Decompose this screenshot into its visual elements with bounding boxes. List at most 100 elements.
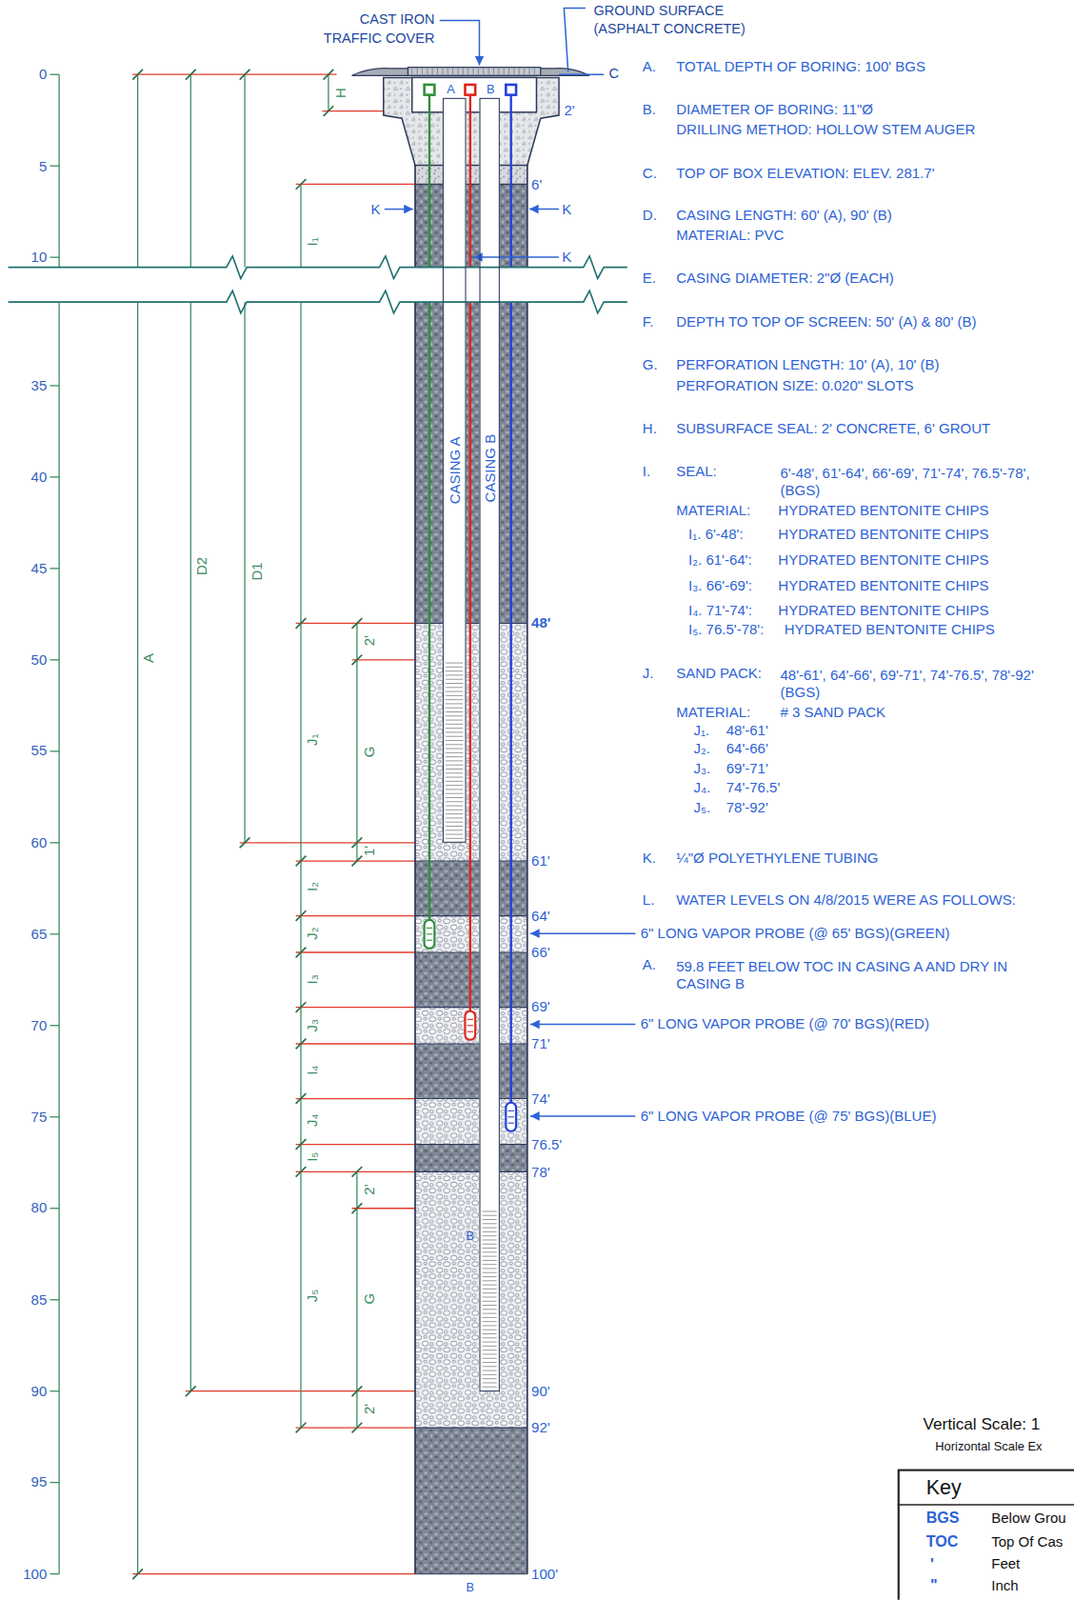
screen-slot xyxy=(445,796,463,798)
extension-line xyxy=(296,914,416,916)
axis-tick xyxy=(49,567,60,569)
axis-tick xyxy=(49,1115,60,1117)
note-text: HYDRATED BENTONITE CHIPS xyxy=(777,601,989,619)
extension-line xyxy=(352,658,416,660)
vapor-tubing xyxy=(424,84,517,1132)
axis-number: 55 xyxy=(31,742,48,760)
break-band xyxy=(0,267,633,302)
screen-slot xyxy=(445,800,463,802)
dimension-tick xyxy=(296,179,307,190)
note-text: J. xyxy=(642,664,655,682)
dimension-tick xyxy=(352,1202,363,1214)
probe-screen xyxy=(507,1110,514,1112)
callout-label: CAST IRON TRAFFIC COVER xyxy=(301,11,435,49)
screen-slot xyxy=(445,719,463,721)
leader-line xyxy=(529,208,559,210)
ground-line xyxy=(558,73,604,75)
screen-slot xyxy=(445,731,463,733)
layer-boundary xyxy=(415,1171,528,1173)
cover-hatch xyxy=(462,68,464,75)
callout-label: K xyxy=(561,248,572,266)
screen-slot xyxy=(482,1247,498,1249)
dimension-line xyxy=(299,183,301,1428)
axis-number: 60 xyxy=(31,834,48,852)
cover-hatch xyxy=(477,68,479,75)
cover-hatch xyxy=(437,68,438,75)
dimension-tick xyxy=(296,1166,307,1177)
probe-screen xyxy=(467,1024,474,1026)
dimension-label: I₄ xyxy=(303,1065,321,1075)
callout-arrows xyxy=(384,8,637,1116)
note-text: A. xyxy=(642,58,657,76)
casing-letter: A xyxy=(446,82,456,98)
cover-hatch xyxy=(497,68,499,75)
screen-slot xyxy=(482,1295,498,1297)
screen-slot xyxy=(445,829,463,831)
screen-slot xyxy=(482,1243,498,1245)
note-text: # 3 SAND PACK xyxy=(779,703,886,721)
axis-tick xyxy=(49,165,60,167)
cover-hatch xyxy=(493,68,495,75)
note-text: J₄. xyxy=(693,778,711,796)
axis-number: 10 xyxy=(31,248,48,266)
key-cell: BGS xyxy=(926,1508,960,1527)
note-text: B. xyxy=(642,100,657,119)
vapor-probe xyxy=(464,1011,476,1040)
fill-layer xyxy=(415,1144,528,1173)
note-text: DEPTH TO TOP OF SCREEN: 50' (A) & 80' (B… xyxy=(676,314,976,332)
screen-slot xyxy=(482,1377,498,1379)
dimension-line xyxy=(327,74,329,111)
casing-label: CASING B xyxy=(482,434,498,503)
screen-slot xyxy=(482,1329,498,1331)
axis-tick xyxy=(49,658,60,660)
screen-slot xyxy=(482,1370,498,1372)
vapor-probe xyxy=(424,919,436,949)
note-text: 6'-48', 61'-64', 66'-69', 71'-74', 76.5'… xyxy=(779,464,1046,499)
dimension-label: 2' xyxy=(360,1183,378,1194)
cover-hatch xyxy=(508,68,510,75)
note-text: 48'-61', 64'-66', 69'-71', 74'-76.5', 78… xyxy=(779,666,1046,701)
note-text: L. xyxy=(642,891,656,909)
note-text: PERFORATION SIZE: 0.020" SLOTS xyxy=(676,377,914,395)
depth-label: 64' xyxy=(531,907,551,925)
extension-line xyxy=(296,1006,416,1008)
note-text: TOP OF BOX ELEVATION: ELEV. 281.7' xyxy=(676,164,935,182)
screen-slot xyxy=(482,1255,498,1257)
screen-slot xyxy=(482,1267,498,1269)
cover-hatch xyxy=(447,68,449,75)
dimension-tick xyxy=(132,1568,143,1579)
dimension-tick xyxy=(296,1093,307,1104)
screen-slot xyxy=(445,788,463,790)
polyethylene-tube xyxy=(428,95,431,920)
depth-label: 6' xyxy=(531,175,542,193)
extension-line xyxy=(352,1207,416,1209)
callout-label: K xyxy=(371,200,381,219)
axis-number: 5 xyxy=(39,157,47,175)
probe-screen xyxy=(426,933,433,935)
screen-slot xyxy=(482,1238,498,1240)
note-text: I₃. 66'-69': xyxy=(688,576,753,595)
screen-slot xyxy=(482,1279,498,1281)
dimension-tick xyxy=(352,1166,363,1177)
fill-layer xyxy=(415,1098,528,1145)
note-text: DRILLING METHOD: HOLLOW STEM AUGER xyxy=(676,120,975,139)
screen-slot xyxy=(482,1386,498,1388)
cover-hatch xyxy=(452,68,454,75)
note-text: A. xyxy=(642,955,657,974)
dimension-label: 2' xyxy=(360,635,378,646)
screen-slot xyxy=(445,678,463,680)
cover-hatch xyxy=(426,68,428,75)
callout-label: K xyxy=(561,200,572,219)
screen-slot xyxy=(482,1349,498,1351)
dimension-tick xyxy=(185,69,197,80)
screen-slot xyxy=(445,711,463,713)
cover-hatch xyxy=(534,68,536,75)
axis-tick xyxy=(49,476,60,478)
break-line xyxy=(8,290,628,314)
layer-boundary xyxy=(415,1427,528,1429)
dimension-label: G xyxy=(360,1292,378,1305)
probe-screen xyxy=(426,939,433,941)
note-text: HYDRATED BENTONITE CHIPS xyxy=(784,620,995,638)
casing-letter: B xyxy=(466,1579,476,1594)
screen-slot xyxy=(445,764,463,766)
